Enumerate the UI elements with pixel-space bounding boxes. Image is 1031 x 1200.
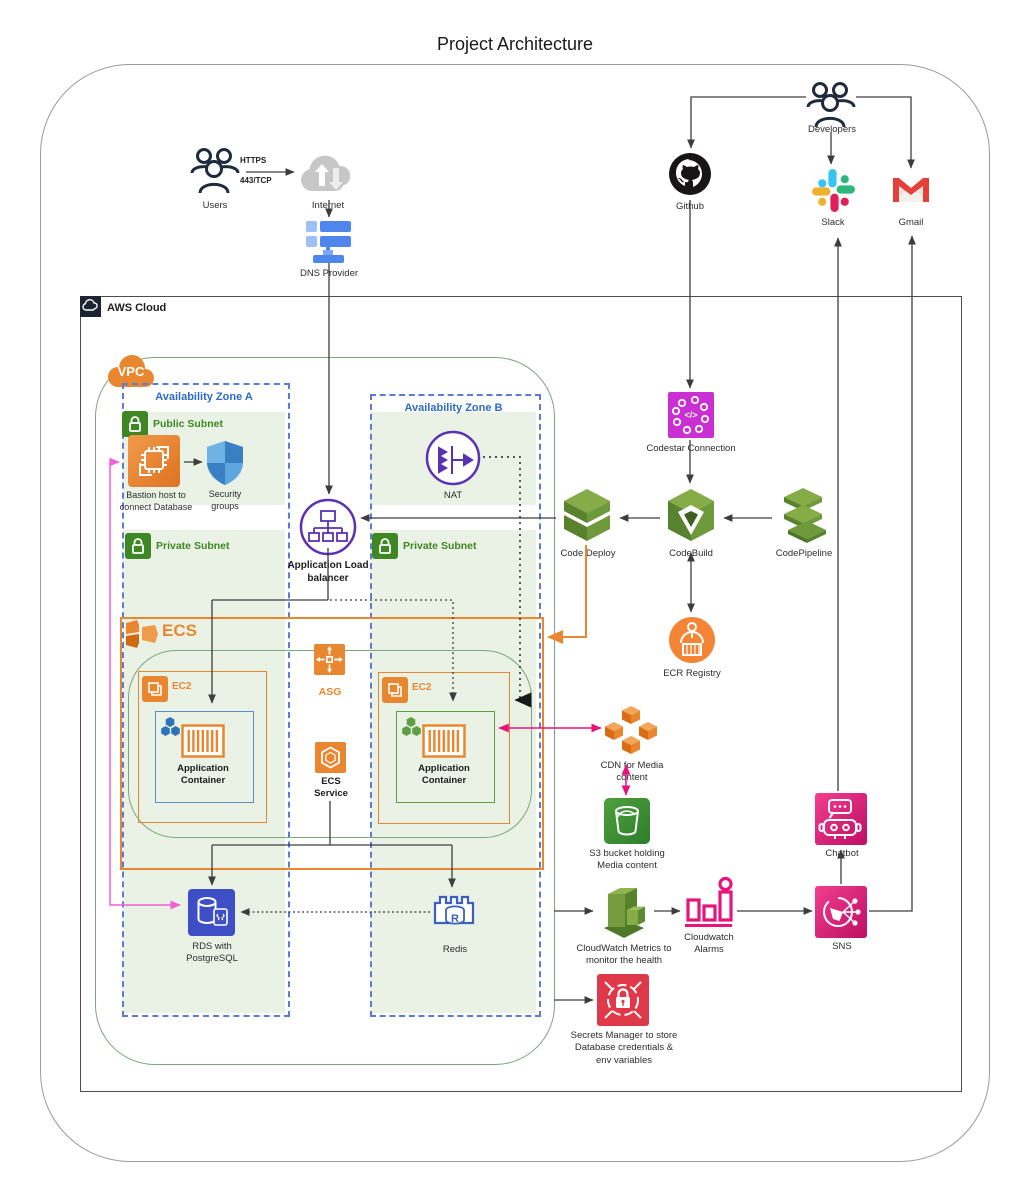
private-subnet-b-label: Private Subnet	[403, 540, 477, 552]
slack-icon	[811, 168, 856, 213]
aws-cloud-boundary	[80, 296, 962, 1092]
svg-text:R: R	[451, 913, 459, 925]
app-container-a-label: Application Container	[177, 763, 229, 787]
rds-label: RDS with PostgreSQL	[186, 941, 238, 965]
ec2-b-label: EC2	[412, 682, 432, 693]
public-subnet-lock-icon	[122, 411, 148, 437]
slack-label: Slack	[821, 217, 845, 228]
users-label: Users	[202, 200, 228, 211]
alb-icon	[299, 498, 357, 556]
ec2-a-icon	[142, 676, 168, 702]
chatbot-label: Chatbot	[825, 848, 859, 859]
availability-zone-b-label: Availability Zone B	[404, 402, 503, 414]
asg-label: ASG	[318, 686, 342, 698]
private-subnet-b-lock-icon	[372, 533, 398, 559]
diagram-outer-border	[40, 64, 990, 1162]
bastion-host-label: Bastion host to connect Database	[119, 490, 193, 512]
cloudwatch-metrics-label: CloudWatch Metrics to monitor the health	[576, 943, 672, 967]
chatbot-icon	[815, 793, 867, 845]
ecs-logo-icon	[125, 619, 159, 649]
dns-provider-label: DNS Provider	[299, 268, 359, 279]
redis-label: Redis	[442, 944, 468, 955]
security-groups-shield-icon	[206, 440, 244, 486]
developers-label: Developers	[807, 124, 857, 135]
github-icon	[668, 152, 712, 196]
https-label: HTTPS	[240, 156, 267, 165]
nat-icon	[425, 430, 481, 486]
codepipeline-label: CodePipeline	[775, 548, 833, 559]
page-title: Project Architecture	[436, 34, 594, 54]
private-subnet-a-lock-icon	[125, 533, 151, 559]
ecs-label: ECS	[162, 621, 197, 640]
codestar-connection-icon: </>	[668, 392, 714, 438]
public-subnet-label: Public Subnet	[153, 418, 224, 430]
availability-zone-b	[370, 394, 541, 1017]
codepipeline-icon	[774, 487, 832, 543]
s3-bucket-label: S3 bucket holding Media content	[589, 848, 665, 872]
secrets-manager-label: Secrets Manager to store Database creden…	[570, 1030, 678, 1066]
secrets-manager-icon	[597, 974, 649, 1026]
codebuild-icon	[662, 487, 720, 543]
port-label: 443/TCP	[240, 176, 272, 185]
ecs-service-icon	[315, 742, 346, 773]
codestar-connection-label: Codestar Connection	[646, 443, 736, 454]
rds-icon	[188, 889, 235, 936]
asg-icon	[314, 644, 345, 675]
sns-label: SNS	[832, 941, 852, 952]
developers-icon	[806, 80, 856, 132]
sns-icon	[815, 886, 867, 938]
github-label: Github	[676, 201, 704, 212]
redis-icon: R	[432, 891, 478, 933]
users-icon	[190, 146, 240, 198]
container-glyph-a-icon	[181, 724, 225, 758]
cloudwatch-alarms-icon	[683, 876, 735, 932]
cdn-icon	[605, 706, 657, 756]
bastion-host-icon	[128, 435, 180, 487]
internet-cloud-icon	[299, 150, 357, 196]
nat-label: NAT	[443, 490, 463, 501]
aws-cloud-icon	[80, 296, 101, 317]
ec2-b-icon	[382, 677, 408, 703]
ecr-registry-label: ECR Registry	[663, 668, 721, 679]
security-groups-label: Security groups	[208, 489, 242, 511]
gmail-icon	[889, 174, 933, 207]
codedeploy-label: Code Deploy	[560, 548, 616, 559]
vpc-label: VPC	[117, 364, 145, 379]
internet-label: Internet	[311, 200, 345, 211]
codebuild-label: CodeBuild	[669, 548, 713, 559]
dns-provider-icon	[306, 221, 351, 263]
codedeploy-icon	[558, 487, 616, 543]
aws-cloud-label: AWS Cloud	[107, 302, 167, 314]
cdn-label: CDN for Media content	[600, 760, 664, 784]
ecr-registry-icon	[668, 616, 716, 664]
private-subnet-a-label: Private Subnet	[156, 540, 230, 552]
availability-zone-a-label: Availability Zone A	[155, 391, 253, 403]
cloudwatch-metrics-icon	[596, 882, 652, 940]
hexagon-cluster-b-icon	[401, 716, 427, 738]
svg-text:</>: </>	[684, 410, 697, 420]
container-glyph-b-icon	[422, 724, 466, 758]
app-container-b-label: Application Container	[418, 763, 470, 787]
s3-bucket-icon	[604, 798, 650, 844]
ec2-a-label: EC2	[172, 681, 192, 692]
vpc-boundary	[95, 357, 555, 1065]
ecs-service-label: ECS Service	[314, 776, 348, 800]
cloudwatch-alarms-label: Cloudwatch Alarms	[684, 932, 734, 956]
alb-label: Application Load balancer	[287, 560, 369, 584]
gmail-label: Gmail	[898, 217, 924, 228]
